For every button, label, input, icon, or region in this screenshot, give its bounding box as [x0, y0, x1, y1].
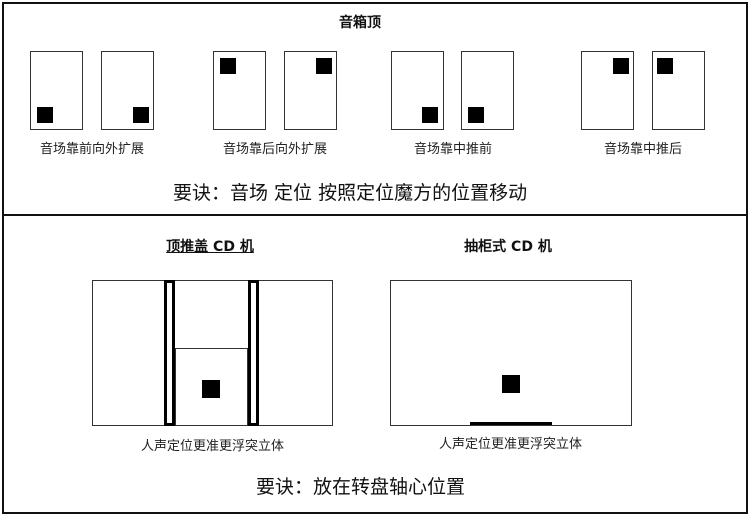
speaker-box-2b — [284, 51, 337, 130]
speaker-box-3a — [391, 51, 444, 130]
speaker-marker — [133, 107, 149, 123]
spindle-position-marker — [502, 375, 520, 393]
spindle-position-marker — [202, 380, 220, 398]
speaker-marker — [613, 58, 629, 74]
top-motto: 要诀：音场 定位 按照定位魔方的位置移动 — [173, 182, 528, 204]
speaker-box-1a — [30, 51, 83, 130]
caption-group-3: 音场靠中推前 — [413, 142, 492, 157]
speaker-box-2a — [213, 51, 266, 130]
lid-rail-left — [164, 280, 175, 426]
speaker-marker — [316, 58, 332, 74]
speaker-marker — [220, 58, 236, 74]
speaker-box-4b — [652, 51, 705, 130]
bottom-motto: 要诀：放在转盘轴心位置 — [256, 476, 466, 498]
tray-cd-title: 抽柜式 CD 机 — [464, 239, 552, 255]
speaker-marker — [422, 107, 438, 123]
speaker-box-4a — [581, 51, 634, 130]
caption-group-2: 音场靠后向外扩展 — [222, 142, 327, 157]
tray-slot — [470, 422, 552, 425]
top-loading-cd-title: 顶推盖 CD 机 — [166, 239, 254, 255]
speaker-box-3b — [461, 51, 514, 130]
caption-group-1: 音场靠前向外扩展 — [39, 142, 144, 157]
caption-top-loading: 人声定位更准更浮突立体 — [140, 439, 284, 454]
lid-rail-right — [248, 280, 259, 426]
tray-cd-player — [390, 280, 632, 426]
speaker-marker — [468, 107, 484, 123]
top-title: 音箱顶 — [339, 15, 381, 31]
caption-group-4: 音场靠中推后 — [603, 142, 682, 157]
speaker-box-1b — [101, 51, 154, 130]
speaker-marker — [657, 58, 673, 74]
caption-tray: 人声定位更准更浮突立体 — [438, 437, 582, 452]
speaker-marker — [37, 107, 53, 123]
